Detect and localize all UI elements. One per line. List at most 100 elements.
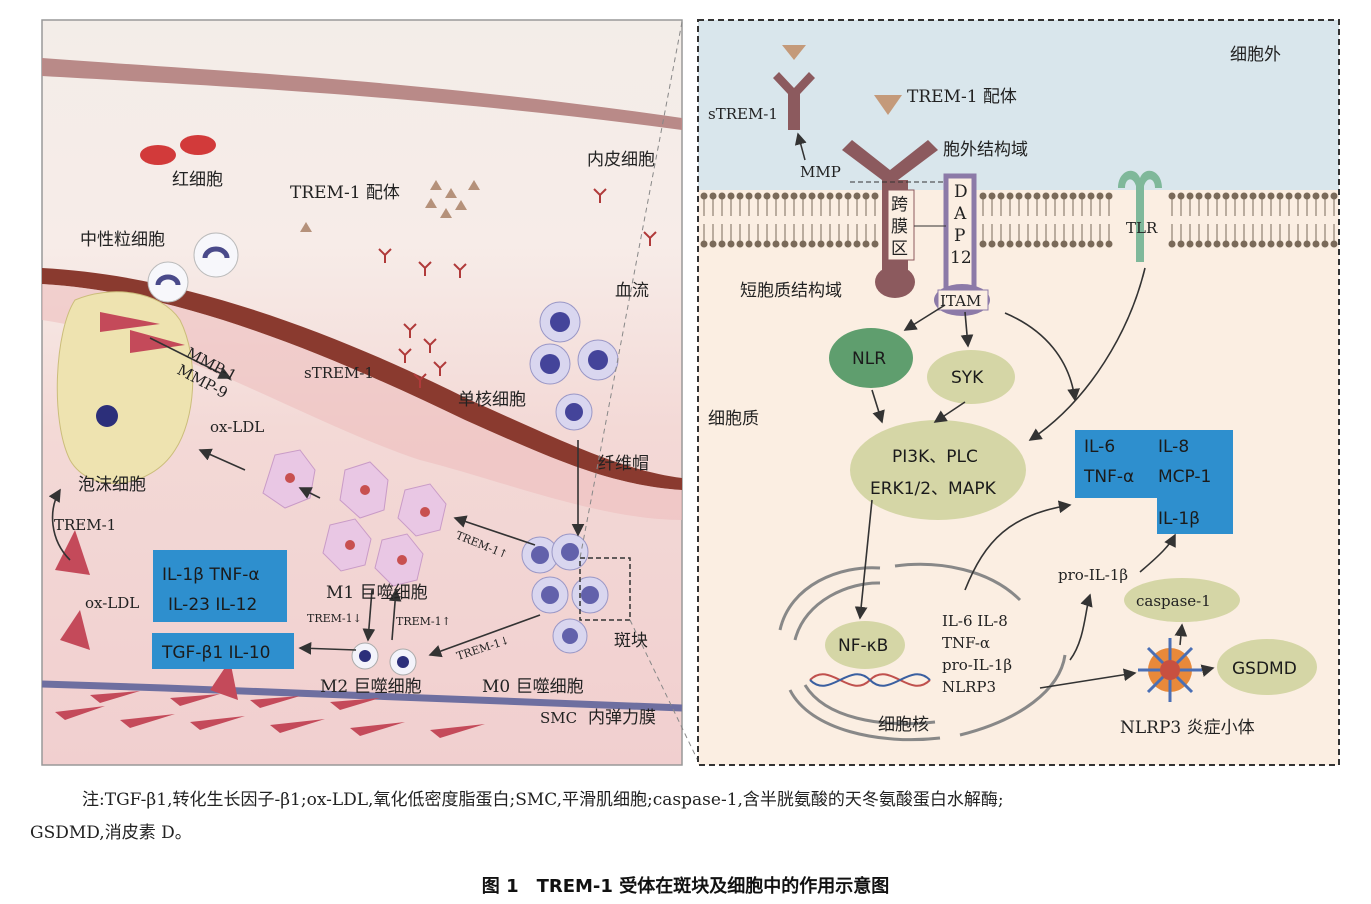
neutrophil-cell bbox=[193, 232, 239, 278]
label-erk-mapk: ERK1/2、MAPK bbox=[870, 479, 997, 499]
ligand-triangle bbox=[782, 45, 806, 60]
m1-cytokines-line2: IL-23 IL-12 bbox=[168, 595, 257, 615]
label-m1-macrophage: M1 巨噬细胞 bbox=[326, 583, 428, 603]
label-m2-macrophage: M2 巨噬细胞 bbox=[320, 677, 422, 697]
label-dap-a: A bbox=[953, 204, 967, 224]
label-extracellular: 细胞外 bbox=[1230, 45, 1281, 65]
nfkb-oval bbox=[825, 621, 905, 669]
tlr-receptor bbox=[1118, 170, 1162, 262]
plaque-inset-box bbox=[579, 557, 631, 621]
label-genes-nlrp3: NLRP3 bbox=[942, 678, 996, 696]
neutrophil-nucleus bbox=[202, 246, 230, 259]
elastic-lamina bbox=[41, 680, 683, 712]
label-strem1: sTREM-1 bbox=[304, 364, 374, 382]
ligand-cluster bbox=[300, 180, 480, 232]
itam-label-box bbox=[937, 289, 989, 311]
label-genes-tnfa: TNF-α bbox=[942, 634, 990, 652]
left-arrows bbox=[48, 337, 585, 658]
label-smc: SMC bbox=[540, 709, 577, 727]
label-caspase1: caspase-1 bbox=[1136, 592, 1211, 610]
mmp-cleave-arrow bbox=[794, 132, 807, 161]
note-line-2: GSDMD,消皮素 D。 bbox=[30, 823, 192, 843]
cytokine-box-notch bbox=[1075, 498, 1157, 534]
label-genes-il6-il8: IL-6 IL-8 bbox=[942, 612, 1008, 630]
label-tlr: TLR bbox=[1126, 219, 1158, 237]
label-genes-pro-il1b: pro-IL-1β bbox=[942, 656, 1012, 674]
red-blood-cell bbox=[140, 145, 176, 165]
label-endothelial-cell: 内皮细胞 bbox=[587, 150, 655, 170]
label-itam: ITAM bbox=[940, 292, 981, 310]
label-cytoplasm: 细胞质 bbox=[708, 409, 759, 429]
figure-caption: 图 1 TREM-1 受体在斑块及细胞中的作用示意图 bbox=[481, 876, 890, 897]
cell-membrane bbox=[700, 192, 1338, 248]
m2-nucleus bbox=[397, 656, 409, 668]
label-nlrp3-inflammasome: NLRP3 炎症小体 bbox=[1120, 718, 1255, 738]
gsdmd-oval bbox=[1217, 639, 1317, 695]
red-blood-cell bbox=[180, 135, 216, 155]
label-dap-12: 12 bbox=[950, 248, 972, 268]
label-trem1-ligand: TREM-1 配体 bbox=[907, 87, 1017, 107]
label-foam-cell: 泡沫细胞 bbox=[78, 475, 146, 495]
intima-layer bbox=[42, 268, 682, 490]
label-tm-char1: 跨 bbox=[891, 195, 908, 215]
nucleus-envelope bbox=[778, 562, 1067, 742]
label-trem1-up-m2: TREM-1↑ bbox=[396, 615, 451, 628]
label-blood-flow: 血流 bbox=[615, 281, 649, 301]
m2-cytokine-box bbox=[152, 633, 294, 669]
trem1-cytoplasmic-domain bbox=[875, 266, 915, 298]
label-fibrous-cap: 纤维帽 bbox=[598, 454, 649, 474]
label-syk: SYK bbox=[951, 368, 984, 388]
transmembrane-label-box bbox=[887, 189, 915, 261]
cytokine-mcp1: MCP-1 bbox=[1158, 467, 1211, 487]
figure-note: 注:TGF-β1,转化生长因子-β1;ox-LDL,氧化低密度脂蛋白;SMC,平… bbox=[30, 784, 1350, 850]
right-panel-frame bbox=[697, 19, 1340, 766]
cytokine-tnfa: TNF-α bbox=[1083, 467, 1134, 487]
strem1-molecules bbox=[378, 188, 657, 388]
plaque-zone bbox=[42, 284, 682, 520]
m2-cytokines: TGF-β1 IL-10 bbox=[161, 643, 271, 663]
dna-strand bbox=[809, 673, 931, 687]
label-oxldl-bottom: ox-LDL bbox=[85, 594, 139, 612]
cytokine-il1b: IL-1β bbox=[1158, 509, 1200, 529]
cytokine-il8: IL-8 bbox=[1158, 437, 1189, 457]
label-neutrophil: 中性粒细胞 bbox=[80, 230, 165, 250]
left-panel: IL-1β TNF-α IL-23 IL-12 TGF-β1 IL-10 红细胞… bbox=[41, 19, 701, 766]
caspase-oval bbox=[1124, 578, 1240, 622]
label-monocyte: 单核细胞 bbox=[458, 390, 526, 410]
label-trem1-foam: TREM-1 bbox=[54, 516, 116, 534]
foam-cell-nucleus bbox=[96, 405, 118, 427]
pi3k-oval bbox=[850, 420, 1026, 520]
connector-top bbox=[579, 21, 683, 559]
strem1-receptor bbox=[773, 72, 815, 130]
neutrophil-cell bbox=[147, 261, 189, 303]
monocyte-cells bbox=[521, 301, 619, 654]
label-nucleus: 细胞核 bbox=[878, 715, 929, 735]
smc-cells bbox=[55, 312, 485, 738]
label-tm-char2: 膜 bbox=[891, 217, 908, 237]
label-dap-d: D bbox=[954, 182, 968, 202]
right-panel: IL-6 IL-8 TNF-α MCP-1 IL-1β 细胞外 sTREM-1 … bbox=[697, 19, 1340, 766]
label-dap-p: P bbox=[954, 226, 965, 246]
neutrophil-nucleus bbox=[155, 274, 181, 286]
ligand-triangle bbox=[874, 95, 902, 115]
m1-nuclei bbox=[285, 473, 430, 565]
label-pro-il1b: pro-IL-1β bbox=[1058, 566, 1128, 584]
label-pi3k-plc: PI3K、PLC bbox=[892, 447, 978, 467]
m1-cytokines-line1: IL-1β TNF-α bbox=[162, 565, 260, 585]
m1-cytokine-box bbox=[153, 550, 287, 622]
label-trem1-down-m1: TREM-1↓ bbox=[307, 612, 362, 625]
label-m0-macrophage: M0 巨噬细胞 bbox=[482, 677, 584, 697]
label-short-cytoplasmic-domain: 短胞质结构域 bbox=[740, 281, 842, 301]
syk-oval bbox=[927, 350, 1015, 404]
extracellular-bg bbox=[698, 20, 1339, 190]
label-elastic-lamina: 内弹力膜 bbox=[588, 708, 656, 728]
pathway-arrows bbox=[854, 267, 1215, 689]
vessel-wall-top bbox=[42, 58, 682, 130]
label-nlr: NLR bbox=[852, 349, 886, 369]
m2-nucleus bbox=[359, 650, 371, 662]
label-mmp: MMP bbox=[800, 163, 841, 181]
label-trem1-ligand: TREM-1 配体 bbox=[290, 183, 400, 203]
label-tm-char3: 区 bbox=[891, 239, 908, 259]
label-red-blood-cell: 红细胞 bbox=[172, 170, 223, 190]
label-oxldl-top: ox-LDL bbox=[210, 418, 264, 436]
